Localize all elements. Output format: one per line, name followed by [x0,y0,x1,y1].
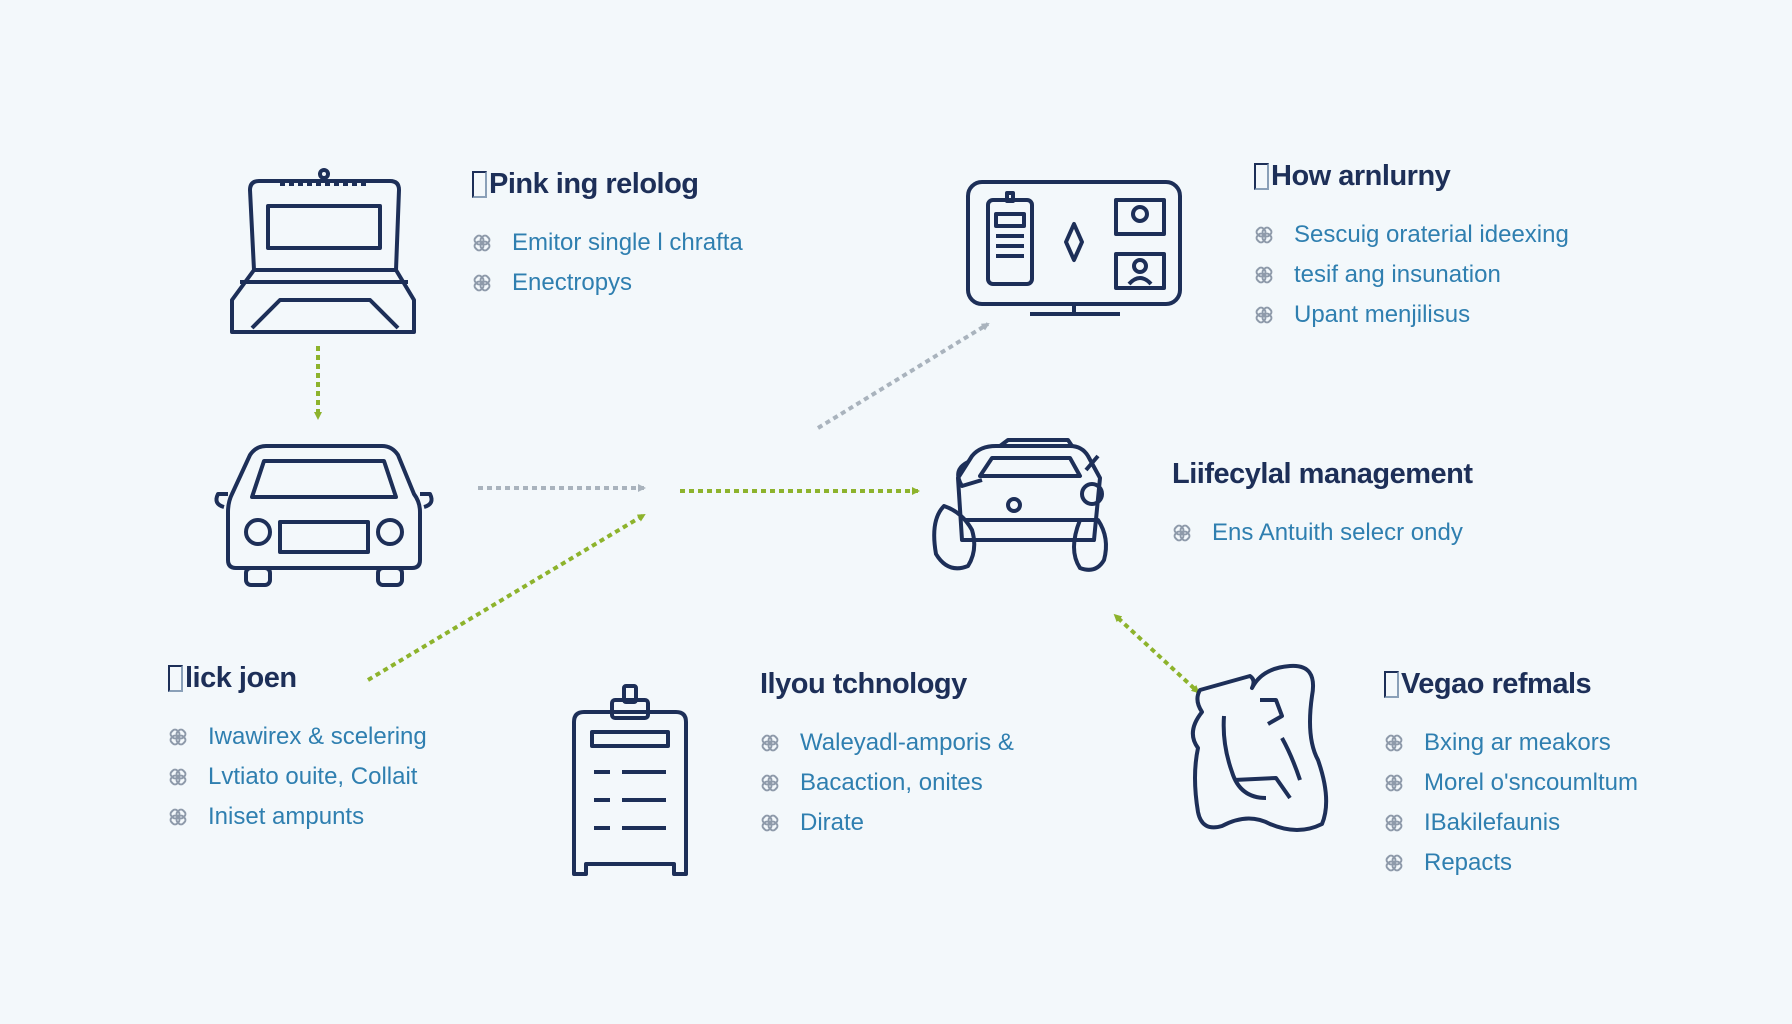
link-bullet-icon [168,727,188,747]
title-checkbox-icon [168,665,183,692]
item-list: Waleyadl-amporis & Bacaction, onites Dir… [760,723,1014,843]
block-title-text: Liifecylal management [1172,458,1473,490]
link-bullet-icon [1384,773,1404,793]
list-item: Bxing ar meakors [1384,723,1638,763]
list-item-text: Dirate [800,809,865,836]
list-item-text: Ens Antuith selecr ondy [1212,519,1463,546]
list-item-text: Bxing ar meakors [1424,729,1611,756]
link-bullet-icon [1254,225,1274,245]
list-item-text: Upant menjilisus [1294,301,1471,328]
list-item-text: Morel o'sncoumltum [1424,769,1638,796]
item-list: Sescuig oraterial ideexing tesif ang ins… [1254,215,1569,335]
link-bullet-icon [168,767,188,787]
list-item-text: Emitor single l chrafta [512,229,743,256]
list-item: Sescuig oraterial ideexing [1254,215,1569,255]
list-item: Iwawirex & scelering [168,717,427,757]
list-item: Lvtiato ouite, Collait [168,757,427,797]
block-title: Ilyou tchnology [760,668,1014,701]
block-title: Liifecylal management [1172,458,1473,491]
list-item-text: Iwawirex & scelering [208,723,427,750]
car-icon [214,444,434,587]
link-bullet-icon [1384,853,1404,873]
block-title-text: Ilyou tchnology [760,668,967,700]
title-checkbox-icon [1384,671,1399,698]
hand-gesture-icon [1190,663,1329,832]
title-checkbox-icon [1254,163,1269,190]
link-bullet-icon [1172,523,1192,543]
link-bullet-icon [168,807,188,827]
title-checkbox-icon [472,171,487,198]
list-item-text: IBakilefaunis [1424,809,1561,836]
block-title: How arnlurny [1254,160,1569,193]
block-pink: Pink ing relolog Emitor single l chrafta… [472,168,743,303]
list-item: Emitor single l chrafta [472,223,743,263]
list-item: Iniset ampunts [168,797,427,837]
list-item-text: Lvtiato ouite, Collait [208,763,418,790]
list-item-text: Sescuig oraterial ideexing [1294,221,1569,248]
block-lifecycle: Liifecylal management Ens Antuith selecr… [1172,458,1473,553]
laptop-icon [230,168,416,334]
clipboard-icon [572,684,688,876]
list-item: Ens Antuith selecr ondy [1172,513,1473,553]
list-item-text: Enectropys [512,269,633,296]
block-title-text: lick joen [185,662,297,694]
item-list: Iwawirex & scelering Lvtiato ouite, Coll… [168,717,427,837]
list-item: Waleyadl-amporis & [760,723,1014,763]
list-item: Enectropys [472,263,743,303]
link-bullet-icon [472,233,492,253]
arrow-truck-to-hand [1113,613,1200,694]
list-item: Repacts [1384,843,1638,883]
list-item-text: Repacts [1424,849,1513,876]
link-bullet-icon [760,773,780,793]
item-list: Ens Antuith selecr ondy [1172,513,1473,553]
list-item-text: Waleyadl-amporis & [800,729,1014,756]
link-bullet-icon [1254,305,1274,325]
block-how: How arnlurny Sescuig oraterial ideexing … [1254,160,1569,335]
block-lick: lick joen Iwawirex & scelering Lvtiato o… [168,662,427,837]
list-item-text: Iniset ampunts [208,803,365,830]
list-item: Bacaction, onites [760,763,1014,803]
list-item: Upant menjilisus [1254,295,1569,335]
list-item: Morel o'sncoumltum [1384,763,1638,803]
block-title: Pink ing relolog [472,168,743,201]
item-list: Emitor single l chrafta Enectropys [472,223,743,303]
block-title-text: Pink ing relolog [489,168,699,200]
list-item: Dirate [760,803,1014,843]
list-item: IBakilefaunis [1384,803,1638,843]
link-bullet-icon [472,273,492,293]
block-vegao: Vegao refmals Bxing ar meakors Morel o's… [1384,668,1638,883]
link-bullet-icon [760,733,780,753]
link-bullet-icon [1384,813,1404,833]
list-item: tesif ang insunation [1254,255,1569,295]
item-list: Bxing ar meakors Morel o'sncoumltum IBak… [1384,723,1638,883]
arrow-center-to-monitor [816,322,990,430]
block-title-text: Vegao refmals [1401,668,1592,700]
list-item-text: Bacaction, onites [800,769,983,796]
monitor-dashboard-icon [966,180,1182,316]
block-title-text: How arnlurny [1271,160,1451,192]
link-bullet-icon [760,813,780,833]
link-bullet-icon [1384,733,1404,753]
damaged-vehicle-icon [932,438,1108,572]
link-bullet-icon [1254,265,1274,285]
arrow-lick-to-center [366,513,646,682]
block-title: Vegao refmals [1384,668,1638,701]
block-title: lick joen [168,662,427,695]
block-iyou: Ilyou tchnology Waleyadl-amporis & Bacac… [760,668,1014,843]
list-item-text: tesif ang insunation [1294,261,1501,288]
